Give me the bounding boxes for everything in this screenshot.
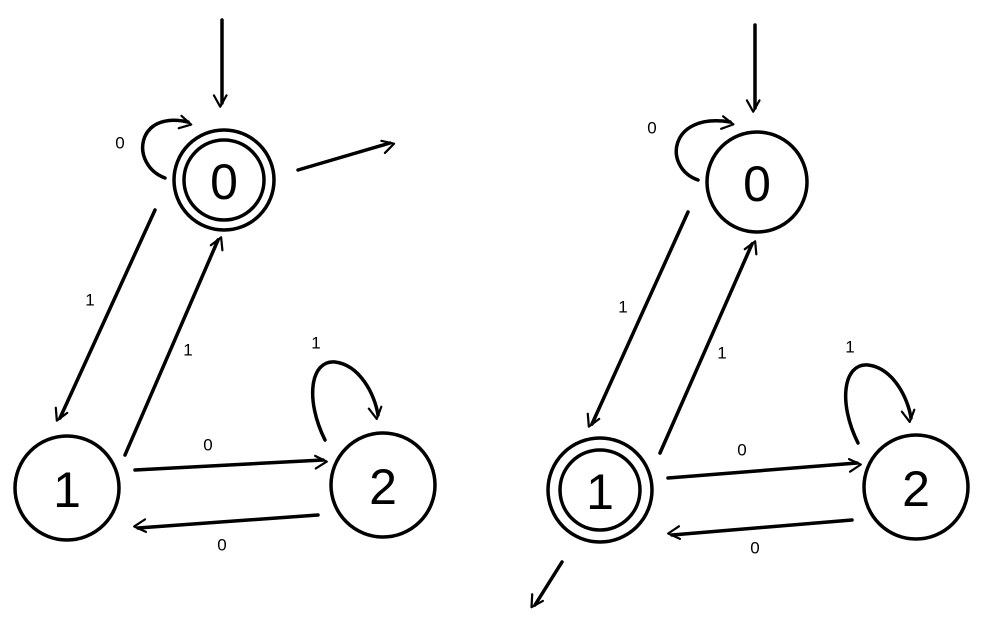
edge-label: 0 [737, 441, 746, 460]
state-label: 2 [369, 459, 397, 515]
edge-2-1 [133, 513, 320, 534]
edge-label: 1 [845, 338, 854, 357]
self-loop-0 [674, 115, 735, 182]
edge-label: 0 [203, 436, 212, 455]
accept-arrow [530, 560, 564, 609]
edge-label: 0 [115, 134, 124, 153]
edge-label: 1 [717, 344, 726, 363]
edge-2-1 [667, 518, 854, 540]
edge-1-0 [123, 236, 224, 457]
state-label: 2 [902, 461, 930, 517]
state-label: 1 [586, 464, 614, 520]
state-label: 0 [743, 156, 771, 212]
left-automaton: 0 1 1 0 0 1 0 1 2 [13, 18, 437, 555]
edge-0-1 [54, 208, 157, 422]
state-label: 0 [210, 154, 238, 210]
edge-1-2 [666, 458, 862, 480]
edge-1-2 [133, 454, 328, 472]
edge-label: 0 [647, 119, 656, 138]
state-label: 1 [53, 462, 81, 518]
edge-label: 1 [85, 291, 94, 310]
self-loop-0 [141, 114, 193, 180]
edge-label: 0 [217, 536, 226, 555]
right-automaton: 0 1 1 0 0 1 0 1 2 [530, 23, 970, 609]
self-loop-2 [844, 363, 916, 445]
edge-label: 0 [750, 539, 759, 558]
edge-label: 1 [311, 334, 320, 353]
state-1: 1 [13, 434, 121, 542]
state-1: 1 [546, 436, 654, 544]
state-0: 0 [172, 128, 276, 232]
edge-label: 1 [618, 298, 627, 317]
edge-label: 1 [183, 341, 192, 360]
edge-1-0 [658, 240, 758, 455]
self-loop-2 [311, 360, 383, 442]
edge-0-1 [586, 210, 690, 428]
state-2: 2 [862, 433, 970, 541]
accept-arrow [296, 139, 396, 172]
state-0: 0 [705, 130, 809, 234]
state-2: 2 [329, 431, 437, 539]
